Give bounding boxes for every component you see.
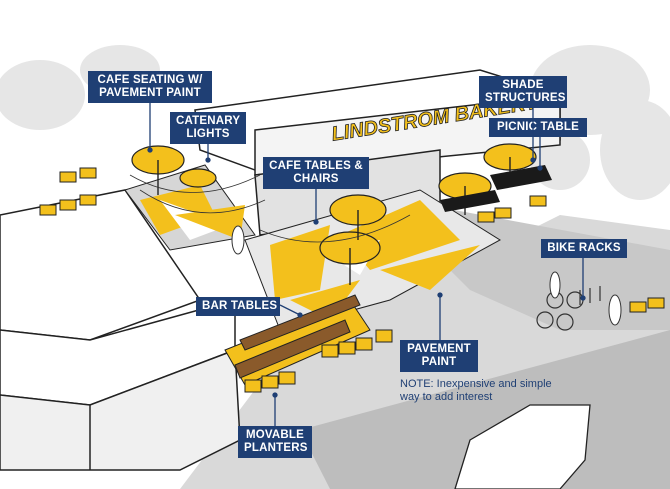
parked-car [454, 404, 591, 489]
picnic-tables [440, 165, 552, 212]
label-bar-tables: BAR TABLES [196, 297, 280, 316]
planters [39, 167, 665, 393]
bar-tables-area [224, 294, 371, 386]
pedestrians [231, 225, 622, 326]
label-catenary-lights: CATENARY LIGHTS [170, 112, 246, 144]
label-movable-planters: MOVABLE PLANTERS [238, 426, 312, 458]
left-building [0, 189, 241, 471]
catenary-lights [129, 174, 411, 243]
umbrella-poles [157, 157, 511, 285]
label-cafe-tables: CAFE TABLES & CHAIRS [263, 157, 369, 189]
label-bike-racks: BIKE RACKS [541, 239, 627, 258]
note-text: NOTE: Inexpensive and simple way to add … [400, 378, 552, 403]
label-pavement-paint: PAVEMENT PAINT [400, 340, 478, 372]
label-picnic-table: PICNIC TABLE [489, 118, 587, 137]
cafe-seating-plaza [124, 164, 256, 251]
label-cafe-seating: CAFE SEATING W/ PAVEMENT PAINT [88, 71, 212, 103]
label-shade-structures: SHADE STRUCTURES [479, 76, 567, 108]
